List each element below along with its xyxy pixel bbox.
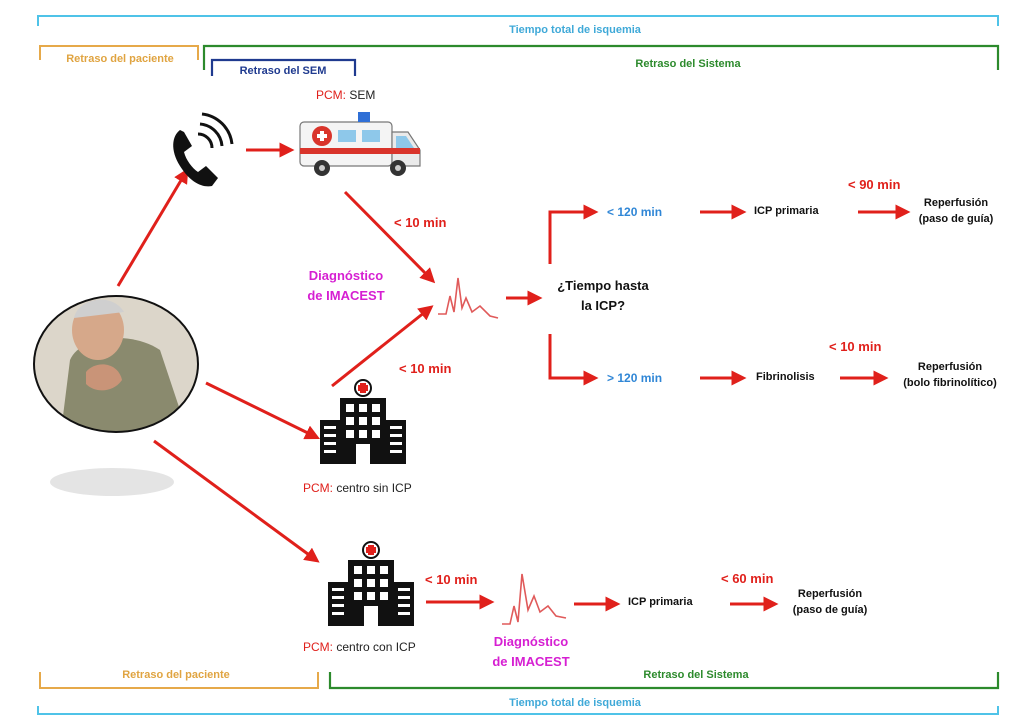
diagnosis-upper-line1: Diagnóstico [308,268,384,283]
top-patient-label: Retraso del paciente [66,53,174,65]
time-hosp-to-ecg: < 10 min [399,361,452,376]
arrow-branch-upper [548,204,599,264]
bottom-total-bracket [37,706,999,715]
reperf-lower-line2: (paso de guía) [792,604,868,616]
ecg-icon [438,277,499,319]
gt120-label: > 120 min [607,371,663,385]
reperf-fib-label: Reperfusión (bolo fibrinolítico) [903,359,996,391]
pcm-tag: PCM: [316,88,346,102]
pcm-tag: PCM: [303,640,333,654]
pcm-con-text: centro con ICP [336,640,416,654]
top-system-bracket [202,44,1000,70]
hospital-icon [328,541,414,626]
arrow-hospital-to-ecg [331,305,434,388]
time-sem-to-ecg: < 10 min [394,215,447,230]
question-label: ¿Tiempo hasta la ICP? [557,276,649,316]
question-line2: la ICP? [580,298,626,313]
bottom-total-label: Tiempo total de isquemia [509,697,641,709]
lt120-label: < 120 min [607,205,663,219]
pcm-sem-label: PCM: SEM [316,88,375,102]
reperf-fib-line1: Reperfusión [917,361,983,373]
diagnosis-upper-label: Diagnóstico de IMACEST [307,266,384,306]
top-sem-label: Retraso del SEM [239,65,327,77]
arrow-patient-to-hospital-con [153,439,320,563]
top-sem-bracket [210,58,357,76]
reperf-lower-label: Reperfusión (paso de guía) [793,586,868,618]
time-lt60: < 60 min [721,571,774,586]
time-lt90: < 90 min [848,177,901,192]
top-system-label: Retraso del Sistema [635,58,741,70]
phone-icon [173,112,234,187]
pcm-sem-text: SEM [349,88,376,102]
pcm-sin-text: centro sin ICP [336,481,412,495]
hospital-icon [320,379,406,464]
reperf-fib-line2: (bolo fibrinolítico) [903,377,997,389]
reperf-upper-line2: (paso de guía) [918,213,994,225]
arrow-branch-lower [548,334,599,386]
reperf-upper-line1: Reperfusión [923,197,989,209]
time-lt10-fib: < 10 min [829,339,882,354]
patient-photo [33,295,199,496]
diagnosis-upper-line2: de IMACEST [307,288,385,303]
time-lower-10: < 10 min [425,572,478,587]
diagnosis-lower-line1: Diagnóstico [493,634,569,649]
arrow-patient-to-hospital-sin [205,381,321,440]
bottom-system-label: Retraso del Sistema [643,669,749,681]
bottom-patient-bracket [39,672,319,689]
reperf-lower-line1: Reperfusión [797,588,863,600]
question-line1: ¿Tiempo hasta [557,278,649,293]
bottom-patient-label: Retraso del paciente [122,669,230,681]
arrow-patient-to-phone [116,168,189,287]
pcm-con-label: PCM: centro con ICP [303,640,416,654]
icp-primaria-lower-label: ICP primaria [628,596,693,608]
diagnosis-lower-line2: de IMACEST [492,654,570,669]
ambulance-icon [299,112,421,176]
arrow-ambulance-to-ecg [343,190,436,284]
bottom-system-bracket [328,672,1000,690]
pcm-sin-label: PCM: centro sin ICP [303,481,412,495]
fibrinolisis-label: Fibrinolisis [756,371,815,383]
top-patient-bracket [39,45,199,60]
top-total-bracket [37,15,999,26]
icp-primaria-upper-label: ICP primaria [754,205,819,217]
pcm-tag: PCM: [303,481,333,495]
reperf-upper-label: Reperfusión (paso de guía) [919,195,994,227]
diagnosis-lower-label: Diagnóstico de IMACEST [492,632,569,672]
top-total-label: Tiempo total de isquemia [509,24,641,36]
ecg-icon [502,573,567,625]
